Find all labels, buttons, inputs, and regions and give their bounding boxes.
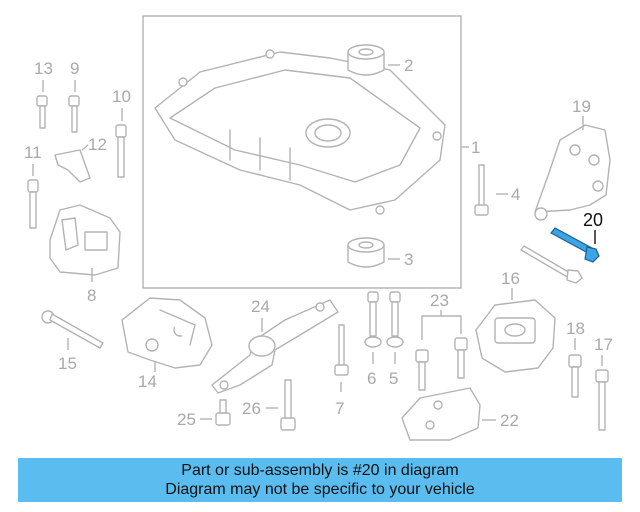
callout-19: 19 xyxy=(572,97,591,116)
part-16-mount[interactable] xyxy=(475,299,556,373)
callout-18: 18 xyxy=(566,319,585,338)
banner-line-2: Diagram may not be specific to your vehi… xyxy=(165,481,475,498)
part-14-mount[interactable] xyxy=(121,297,213,369)
callout-13: 13 xyxy=(34,59,53,78)
callout-14: 14 xyxy=(138,372,157,391)
part-7-bolt[interactable] xyxy=(334,324,349,376)
callout-3: 3 xyxy=(404,250,413,269)
part-6-bolt[interactable] xyxy=(364,291,382,348)
callout-11: 11 xyxy=(24,143,42,162)
callout-20-selected: 20 xyxy=(583,210,603,230)
part-22-bracket[interactable] xyxy=(401,387,481,441)
part-23-nuts[interactable] xyxy=(415,337,468,391)
callout-17: 17 xyxy=(594,335,613,354)
part-24-torque-arm[interactable] xyxy=(211,299,339,394)
callout-22: 22 xyxy=(500,411,519,430)
part-5-bolt[interactable] xyxy=(386,291,404,348)
callout-10: 10 xyxy=(112,87,131,106)
part-3-bushing[interactable] xyxy=(347,237,385,268)
part-11-bolt[interactable] xyxy=(27,179,39,229)
part-19-bracket[interactable] xyxy=(534,124,611,221)
callout-25: 25 xyxy=(177,410,196,429)
callout-8: 8 xyxy=(87,286,96,305)
callout-5: 5 xyxy=(389,369,398,388)
part-10-bolt[interactable] xyxy=(115,124,127,178)
callout-16: 16 xyxy=(501,269,520,288)
part-2-bushing[interactable] xyxy=(347,44,385,76)
banner-line-1: Part or sub-assembly is #20 in diagram xyxy=(181,462,459,479)
callout-6: 6 xyxy=(367,369,376,388)
part-9-bolt[interactable] xyxy=(68,95,80,133)
part-4-bolt[interactable] xyxy=(474,164,489,216)
info-banner: Part or sub-assembly is #20 in diagram D… xyxy=(18,458,622,502)
part-12-clip[interactable] xyxy=(54,149,91,183)
subframe-box xyxy=(142,15,462,289)
part-18-bolt[interactable] xyxy=(568,354,582,398)
callout-4: 4 xyxy=(511,185,520,204)
callout-9: 9 xyxy=(70,59,79,78)
part-13-bolt[interactable] xyxy=(36,95,48,129)
part-20-bolt-highlighted[interactable] xyxy=(550,227,600,263)
long-bolt[interactable] xyxy=(520,245,583,284)
callout-15: 15 xyxy=(58,354,77,373)
part-1-subframe[interactable] xyxy=(154,49,446,215)
callout-1: 1 xyxy=(471,138,480,157)
callout-26: 26 xyxy=(242,399,261,418)
callout-12: 12 xyxy=(88,135,107,154)
parts-diagram: 13 9 10 12 11 8 15 14 24 25 26 7 6 5 23 … xyxy=(24,15,613,441)
part-17-bolt[interactable] xyxy=(595,369,609,431)
part-15-bolt[interactable] xyxy=(41,310,104,349)
part-8-mount[interactable] xyxy=(49,204,121,276)
part-25-bolt[interactable] xyxy=(215,399,231,426)
part-26-bolt[interactable] xyxy=(280,379,296,431)
callout-2: 2 xyxy=(404,56,413,75)
callout-7: 7 xyxy=(335,399,344,418)
callout-24: 24 xyxy=(251,297,270,316)
callout-23: 23 xyxy=(430,291,449,310)
